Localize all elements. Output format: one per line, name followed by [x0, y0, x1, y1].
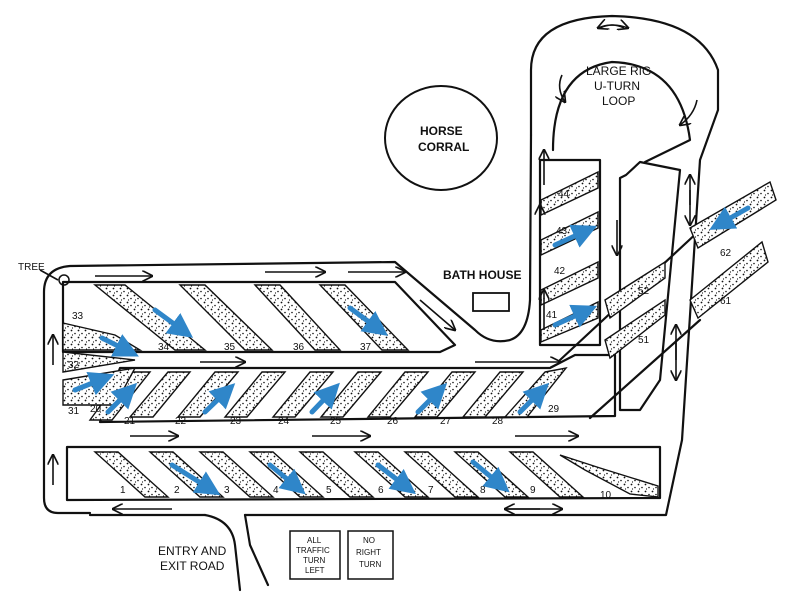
site-44: 44	[558, 189, 570, 200]
site-direction-arrows	[72, 205, 751, 496]
bath-house-label: BATH HOUSE	[443, 268, 521, 282]
sign-right: RIGHT	[356, 548, 381, 557]
no-right-turn-sign	[347, 530, 394, 580]
site-1: 1	[120, 485, 126, 496]
sign-traffic: TRAFFIC	[296, 546, 330, 555]
sign-all: ALL	[307, 536, 322, 545]
site-numbers: 1 2 3 4 5 6 7 8 9 10 20 21 22 23 24 25 2…	[68, 189, 732, 501]
site-10: 10	[600, 490, 612, 501]
site-62: 62	[720, 248, 732, 259]
entry-label-2: EXIT ROAD	[160, 559, 225, 573]
site-61: 61	[720, 296, 732, 307]
site-28: 28	[492, 416, 504, 427]
site-23: 23	[230, 416, 242, 427]
site-34: 34	[158, 342, 170, 353]
all-traffic-turn-left-sign	[289, 530, 341, 580]
site-41: 41	[546, 310, 558, 321]
site-8: 8	[480, 485, 486, 496]
traffic-arrows	[53, 25, 698, 509]
site-7: 7	[428, 485, 434, 496]
site-51: 51	[638, 335, 650, 346]
entry-label: ENTRY AND	[158, 544, 227, 558]
map-labels: TREE BATH HOUSE HORSE CORRAL LARGE RIG U…	[18, 64, 651, 575]
uturn-label-2: U-TURN	[594, 79, 640, 93]
site-32: 32	[68, 360, 80, 371]
site-22: 22	[175, 416, 187, 427]
site-25: 25	[330, 416, 342, 427]
tree-icon	[58, 274, 70, 286]
site-29: 29	[548, 404, 560, 415]
site-52: 52	[638, 286, 650, 297]
landmarks	[39, 85, 510, 580]
site-36: 36	[293, 342, 305, 353]
site-33: 33	[72, 311, 84, 322]
road-network	[42, 14, 720, 592]
bath-house	[472, 292, 510, 312]
site-3: 3	[224, 485, 230, 496]
sign-no: NO	[363, 536, 375, 545]
uturn-label-3: LOOP	[602, 94, 635, 108]
site-31: 31	[68, 406, 80, 417]
sign-turn: TURN	[303, 556, 325, 565]
horse-corral-label-2: CORRAL	[418, 140, 469, 154]
site-6: 6	[378, 485, 384, 496]
site-35: 35	[224, 342, 236, 353]
sign-left: LEFT	[305, 566, 325, 575]
site-2: 2	[174, 485, 180, 496]
horse-corral	[384, 85, 498, 191]
site-37: 37	[360, 342, 372, 353]
site-26: 26	[387, 416, 399, 427]
uturn-label: LARGE RIG	[586, 64, 651, 78]
horse-corral-label: HORSE	[420, 124, 463, 138]
site-9: 9	[530, 485, 536, 496]
site-24: 24	[278, 416, 290, 427]
site-20: 20	[90, 404, 102, 415]
site-21: 21	[124, 416, 136, 427]
site-27: 27	[440, 416, 452, 427]
tree-label: TREE	[18, 262, 45, 273]
site-43: 43	[556, 226, 568, 237]
site-4: 4	[273, 485, 279, 496]
site-strips	[62, 170, 777, 498]
site-5: 5	[326, 485, 332, 496]
sign-turn-2: TURN	[359, 560, 381, 569]
site-42: 42	[554, 266, 566, 277]
